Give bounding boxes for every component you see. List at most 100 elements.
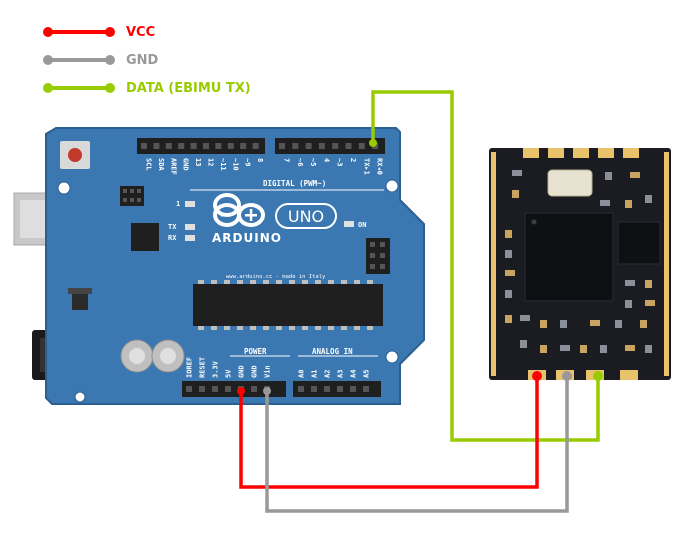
led-1-label: 1 [176,200,180,208]
power-header-label: POWER [244,347,267,356]
top-pin-hole [252,143,259,149]
analog-pin-hole [324,386,330,392]
power-pin-label: 5V [225,369,233,378]
legend-line-data [43,83,115,93]
analog-pin-label: A5 [363,370,371,378]
sensor-smd-component [512,190,519,198]
led-rx-label: RX [168,234,177,242]
url-text: www.arduino.cc - made in Italy [226,274,326,280]
sensor-mcu-chip [524,212,614,302]
sensor-smd-component [600,345,607,353]
sensor-smd-component [580,345,587,353]
top-pin-label: ~6 [296,158,304,166]
wire-vcc-end-arduino [237,387,245,395]
top-pin-label: 2 [349,158,357,162]
top-pin-label: 4 [322,158,330,162]
top-pin-hole [190,143,197,149]
wire-data [371,90,600,442]
sensor-smd-component [600,200,610,206]
sensor-smd-component [645,300,655,306]
top-pin-label: GND [182,158,190,171]
sensor-smd-component [505,270,515,276]
top-pin-label: ~10 [231,158,239,171]
legend: VCC GND DATA (EBIMU TX) [40,18,251,102]
wire-data-end-sensor [593,371,603,381]
atmega-chip [193,284,383,326]
top-pin-hole [165,143,172,149]
top-pin-label: ~9 [244,158,252,166]
uno-badge [275,203,337,229]
top-pin-hole [141,143,147,149]
power-header [182,381,286,397]
led-rx [185,235,195,241]
legend-label-gnd: GND [126,52,159,68]
analog-pin-label: A2 [324,370,332,378]
top-pin-label: ~11 [219,158,227,171]
top-pin-label: 8 [256,158,264,162]
top-pin-label: 7 [283,158,291,162]
wire-gnd [265,376,569,513]
analog-pin-hole [363,386,369,392]
analog-pin-hole [337,386,343,392]
led-tx-label: TX [168,223,177,231]
sensor-smd-component [590,320,600,326]
sensor-smd-component [605,172,612,180]
analog-pin-hole [350,386,356,392]
power-pin-label: GND [251,365,259,378]
top-pin-hole [215,143,222,149]
top-pin-hole [153,143,160,149]
legend-line-gnd [43,55,115,65]
wire-vcc [239,376,539,489]
sensor-smd-component [625,280,635,286]
top-pin-label: AREF [169,158,177,175]
sensor-smd-component [615,320,622,328]
sensor-imu-chip [617,221,661,265]
power-pin-hole [186,386,192,392]
voltage-regulator [72,292,88,310]
legend-item-vcc: VCC [40,18,251,46]
digital-header-label: DIGITAL (PWM~) [263,179,326,188]
icsp2-header [366,238,390,274]
top-pin-label: 12 [207,158,215,166]
power-pin-label: GND [238,365,246,378]
top-pin-label: ~5 [309,158,317,166]
analog-pin-label: A0 [298,370,306,378]
legend-line-vcc [43,27,115,37]
sensor-smd-component [520,315,530,321]
top-pin-hole [292,143,299,149]
top-pin-label: RX◂0 [376,158,384,175]
arduino-logo [213,193,265,227]
legend-item-gnd: GND [40,46,251,74]
analog-pin-label: A1 [311,370,319,378]
power-pin-hole [225,386,231,392]
legend-label-data: DATA (EBIMU TX) [126,80,251,96]
sensor-crystal [547,169,593,197]
usb-chip [131,223,159,251]
arduino-brand-text: ARDUINO [212,231,282,245]
digital-header-left [137,138,265,154]
sensor-smd-component [630,172,640,178]
sensor-smd-component [640,320,647,328]
analog-pin-label: A4 [350,370,358,378]
top-pin-label: 13 [194,158,202,166]
top-pin-hole [203,143,209,149]
sensor-smd-component [625,300,632,308]
power-pin-label: Vin [264,365,272,378]
led-on [344,221,354,227]
sensor-smd-component [625,200,632,208]
analog-header-label: ANALOG IN [312,347,353,356]
top-pin-label: SDA [157,158,165,171]
sensor-smd-component [540,320,547,328]
sensor-smd-component [505,250,512,258]
top-pin-hole [305,143,312,149]
led-tx [185,224,195,230]
power-pin-hole [251,386,257,392]
top-pin-hole [332,143,339,149]
legend-label-vcc: VCC [126,24,156,40]
top-pin-label: ~3 [336,158,344,166]
uno-text: UNO [288,207,324,226]
wire-vcc-end-sensor [532,371,542,381]
wire-gnd-end-sensor [562,371,572,381]
